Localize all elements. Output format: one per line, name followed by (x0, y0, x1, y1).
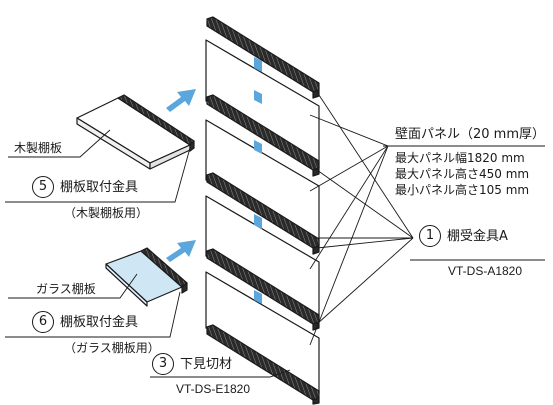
panel-joint (254, 140, 262, 154)
shelf-bracket-rail (206, 172, 320, 255)
glass-shelf (105, 247, 188, 307)
bottom-trim-rail (206, 324, 320, 405)
part-5-number: 5 (32, 176, 54, 198)
insert-arrow-icon (166, 240, 196, 262)
wood-shelf-label: 木製棚板 (14, 141, 63, 155)
part-6-name: 棚板取付金具 (60, 315, 139, 330)
shelf-bracket-rail (206, 16, 320, 99)
part-6-note: （ガラス棚板用） (64, 341, 160, 355)
panel-joint (254, 290, 262, 304)
panel-spec-max-height: 最大パネル高さ450 mm (395, 167, 530, 181)
panel-stack (205, 16, 320, 405)
panel-joint (254, 90, 262, 104)
panel-title: 壁面パネル（20 mm厚） (395, 127, 546, 142)
part-3-number: 3 (152, 353, 174, 375)
leader-lines (5, 91, 545, 378)
part-1-code: VT-DS-A1820 (448, 264, 523, 278)
part-1-name: 棚受金具A (447, 229, 508, 244)
wood-shelf (76, 94, 195, 170)
panel-joint (254, 214, 262, 229)
part-6-number: 6 (32, 311, 54, 333)
insert-arrow-icon (166, 89, 196, 112)
part-3-code: VT-DS-E1820 (176, 382, 251, 396)
panel-joint (254, 57, 262, 72)
glass-shelf-label: ガラス棚板 (36, 282, 96, 296)
insert-arrows (166, 89, 196, 262)
shelf-bracket-rail (206, 94, 320, 177)
part-5-name: 棚板取付金具 (60, 180, 139, 195)
panel-spec-width: 最大パネル幅1820 mm (395, 151, 525, 165)
part-5-note: （木製棚板用） (64, 206, 149, 220)
panel-spec-min-height: 最小パネル高さ105 mm (395, 183, 530, 197)
part-1-number: 1 (419, 225, 441, 247)
part-3-name: 下見切材 (180, 357, 233, 372)
